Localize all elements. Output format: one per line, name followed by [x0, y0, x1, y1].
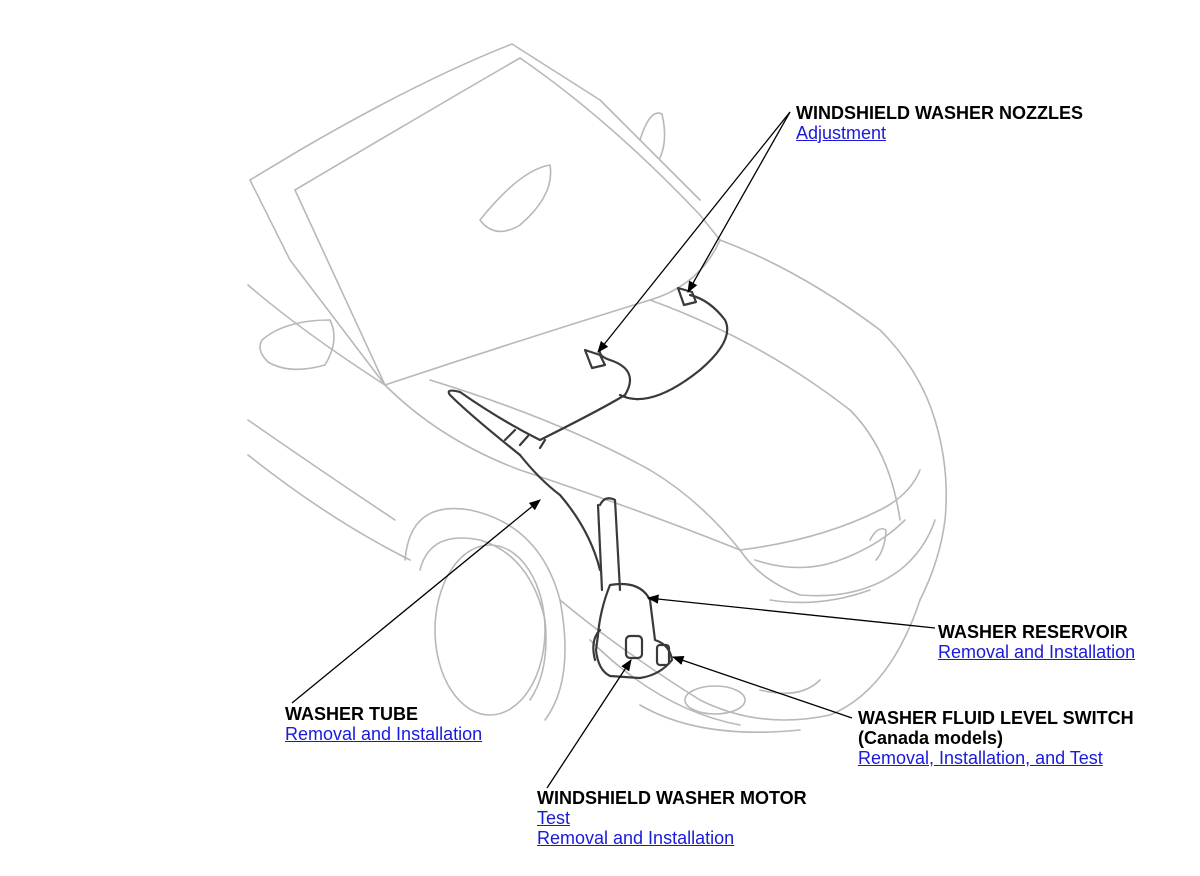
callout-motor: WINDSHIELD WASHER MOTOR Test Removal and… [537, 788, 807, 848]
fluid-switch-subtitle: (Canada models) [858, 728, 1004, 748]
nozzles-title: WINDSHIELD WASHER NOZZLES [796, 103, 1083, 123]
tube-removal-link[interactable]: Removal and Installation [285, 724, 483, 744]
leader-reservoir [646, 594, 936, 629]
motor-removal-link[interactable]: Removal and Installation [537, 828, 735, 848]
leader-fluid-switch [671, 655, 853, 719]
fluid-switch-title: WASHER FLUID LEVEL SWITCH [858, 708, 1134, 728]
callout-fluid-switch: WASHER FLUID LEVEL SWITCH (Canada models… [858, 708, 1134, 768]
washer-components [447, 286, 729, 680]
callout-reservoir: WASHER RESERVOIR Removal and Installatio… [938, 622, 1135, 662]
fluid-switch-removal-link[interactable]: Removal, Installation, and Test [858, 748, 1103, 768]
leader-nozzle-right [687, 111, 791, 294]
leader-motor [546, 659, 632, 789]
callout-tube: WASHER TUBE Removal and Installation [285, 704, 482, 744]
callout-nozzles: WINDSHIELD WASHER NOZZLES Adjustment [796, 103, 1083, 143]
leader-tube [291, 499, 541, 704]
car-outline [247, 43, 948, 734]
leader-nozzle-left [597, 111, 791, 353]
tube-title: WASHER TUBE [285, 704, 419, 724]
reservoir-title: WASHER RESERVOIR [938, 622, 1128, 642]
leader-lines [291, 111, 936, 789]
nozzles-adjustment-link[interactable]: Adjustment [796, 123, 887, 143]
motor-title: WINDSHIELD WASHER MOTOR [537, 788, 807, 808]
motor-test-link[interactable]: Test [537, 808, 571, 828]
reservoir-removal-link[interactable]: Removal and Installation [938, 642, 1136, 662]
